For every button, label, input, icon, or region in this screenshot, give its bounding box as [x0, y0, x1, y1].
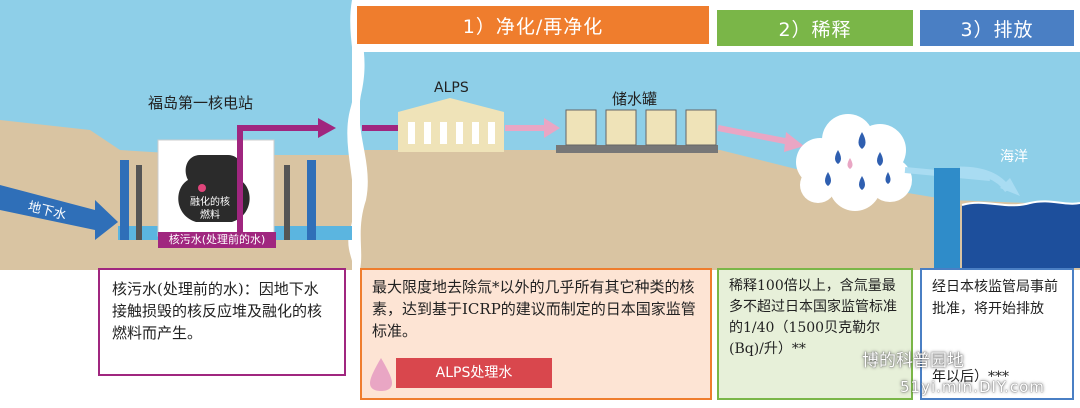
flow-arrow-plant-head	[318, 118, 336, 138]
flow-arrow-tanks	[717, 125, 791, 145]
storage-tanks	[565, 109, 717, 146]
flow-arrow-continue	[362, 125, 402, 131]
alps-water-label: ALPS处理水	[396, 358, 552, 388]
water-drops	[825, 132, 891, 190]
note-purification-text: 最大限度地去除氚*以外的几乎所有其它种类的核素，达到基于ICRP的建议而制定的日…	[372, 278, 696, 340]
drop-icon	[370, 358, 392, 391]
wall-left-2	[136, 165, 142, 240]
label-melted-fuel: 融化的核燃料	[190, 197, 230, 221]
flow-arrow-alps-head	[544, 118, 560, 138]
note-discharge-text: 经日本核监管局事前批准，将开始排放	[932, 279, 1058, 317]
note-dilution: 稀释100倍以上，含氚量最多不超过日本国家监管标准的1/40（1500贝克勒尔(…	[717, 268, 913, 400]
label-alps: ALPS	[434, 80, 469, 96]
watermark-name: 博的科普园地	[862, 351, 964, 371]
wall-right-1	[284, 165, 290, 240]
melted-fuel-shape	[178, 155, 250, 222]
discharge-pipe	[934, 168, 960, 268]
tank-base	[556, 145, 718, 153]
alps-roof	[398, 98, 504, 112]
header-dilute: 2）稀释	[717, 10, 913, 46]
ground-right	[360, 150, 1080, 270]
label-plant: 福岛第一核电站	[148, 94, 254, 112]
watermark-url: 51yi.min.DIY.com	[900, 378, 1045, 396]
label-contaminated-water: 核污水(处理前的水)	[158, 232, 276, 248]
scene-illustration	[0, 0, 1080, 270]
outflow-arrow-head	[1000, 178, 1020, 196]
fuel-spot	[198, 184, 206, 192]
note-discharge-tail: 年以后）***	[932, 369, 1009, 385]
flow-arrow-tanks-head	[784, 132, 804, 152]
header-discharge: 3）排放	[920, 10, 1074, 46]
ocean-wave	[961, 200, 1080, 207]
alps-windows	[408, 122, 495, 144]
pink-drop	[847, 158, 853, 169]
label-ocean: 海洋	[1000, 149, 1028, 165]
wall-left-1	[120, 160, 129, 240]
note-discharge: 经日本核监管局事前批准，将开始排放 年以后）***	[920, 268, 1074, 400]
flow-arrow-plant	[237, 125, 320, 236]
header-purify: 1）净化/再净化	[357, 6, 709, 44]
flow-arrow-alps	[505, 125, 545, 131]
label-tanks: 储水罐	[612, 90, 658, 108]
wall-right-2	[307, 160, 316, 240]
ocean-water	[962, 201, 1080, 268]
torn-edge	[347, 0, 368, 270]
groundwater-arrow	[0, 185, 118, 240]
note-contaminated-water: 核污水(处理前的水)：因地下水接触损毁的核反应堆及融化的核燃料而产生。	[98, 268, 346, 376]
dilution-cloud	[796, 114, 912, 211]
alps-building	[398, 112, 504, 152]
